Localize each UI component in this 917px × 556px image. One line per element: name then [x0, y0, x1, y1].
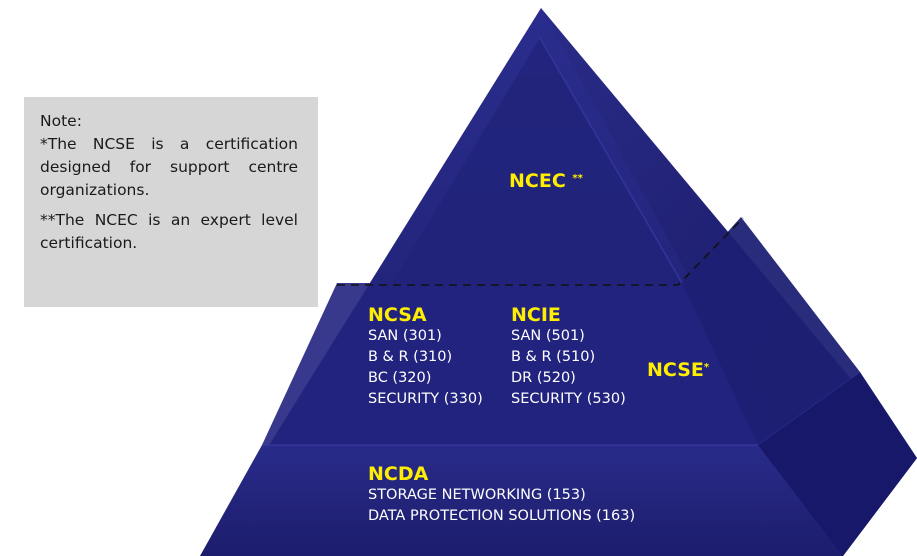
- ncsa-course-item: BC (320): [368, 370, 432, 386]
- tier-ncse-side: [682, 217, 860, 445]
- ncda-course-list: STORAGE NETWORKING (153) DATA PROTECTION…: [368, 485, 635, 527]
- ncse-label: NCSE*: [647, 359, 709, 381]
- tier-ncda: [200, 445, 843, 556]
- ncie-course-item: DR (520): [511, 370, 576, 386]
- note-ncec-text: **The NCEC is an expert level certificat…: [40, 211, 298, 252]
- ncse-boundary-dashed-line: [337, 217, 744, 286]
- ncec-label-text: NCEC: [509, 170, 566, 192]
- ncie-label: NCIE: [511, 304, 561, 326]
- tier-ncec: [392, 38, 682, 283]
- note-ncse-text: *The NCSE is a certification designed fo…: [40, 135, 298, 199]
- ncie-course-list: SAN (501) B & R (510) DR (520) SECURITY …: [511, 326, 626, 410]
- ncda-course-item: STORAGE NETWORKING (153): [368, 487, 586, 503]
- ncda-label: NCDA: [368, 463, 429, 485]
- ncie-course-item: SAN (501): [511, 328, 585, 344]
- ncsa-course-item: SECURITY (330): [368, 391, 483, 407]
- ncda-course-item: DATA PROTECTION SOLUTIONS (163): [368, 508, 636, 524]
- ncec-marker: **: [572, 173, 583, 184]
- ncec-label: NCEC **: [509, 170, 583, 192]
- tier-ncsa-ncie: [262, 283, 758, 445]
- ncsa-course-item: SAN (301): [368, 328, 442, 344]
- ncsa-label: NCSA: [368, 304, 427, 326]
- ncie-course-item: SECURITY (530): [511, 391, 626, 407]
- note-box: Note: *The NCSE is a certification desig…: [24, 97, 318, 307]
- note-title: Note:: [40, 112, 82, 130]
- ncsa-course-item: B & R (310): [368, 349, 453, 365]
- ncsa-course-list: SAN (301) B & R (310) BC (320) SECURITY …: [368, 326, 483, 410]
- ncse-marker: *: [703, 362, 710, 373]
- ncie-course-item: B & R (510): [511, 349, 596, 365]
- ncse-label-text: NCSE: [647, 359, 704, 381]
